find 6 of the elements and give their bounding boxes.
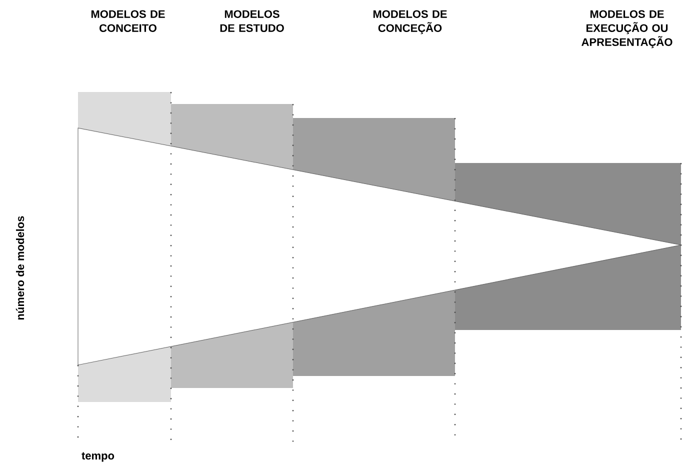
column-heading: MODELOS DE CONCEITO: [91, 10, 165, 32]
column-heading: MODELOS DE CONCEÇÃO: [373, 10, 447, 34]
axis-label: tempo: [82, 452, 114, 462]
axis-label: número de modelos: [16, 216, 24, 320]
column-heading: MODELOS DE ESTUDO: [220, 10, 284, 32]
column-heading: MODELOS DE EXECUÇÃO OU APRESENTAÇÃO: [582, 10, 672, 48]
